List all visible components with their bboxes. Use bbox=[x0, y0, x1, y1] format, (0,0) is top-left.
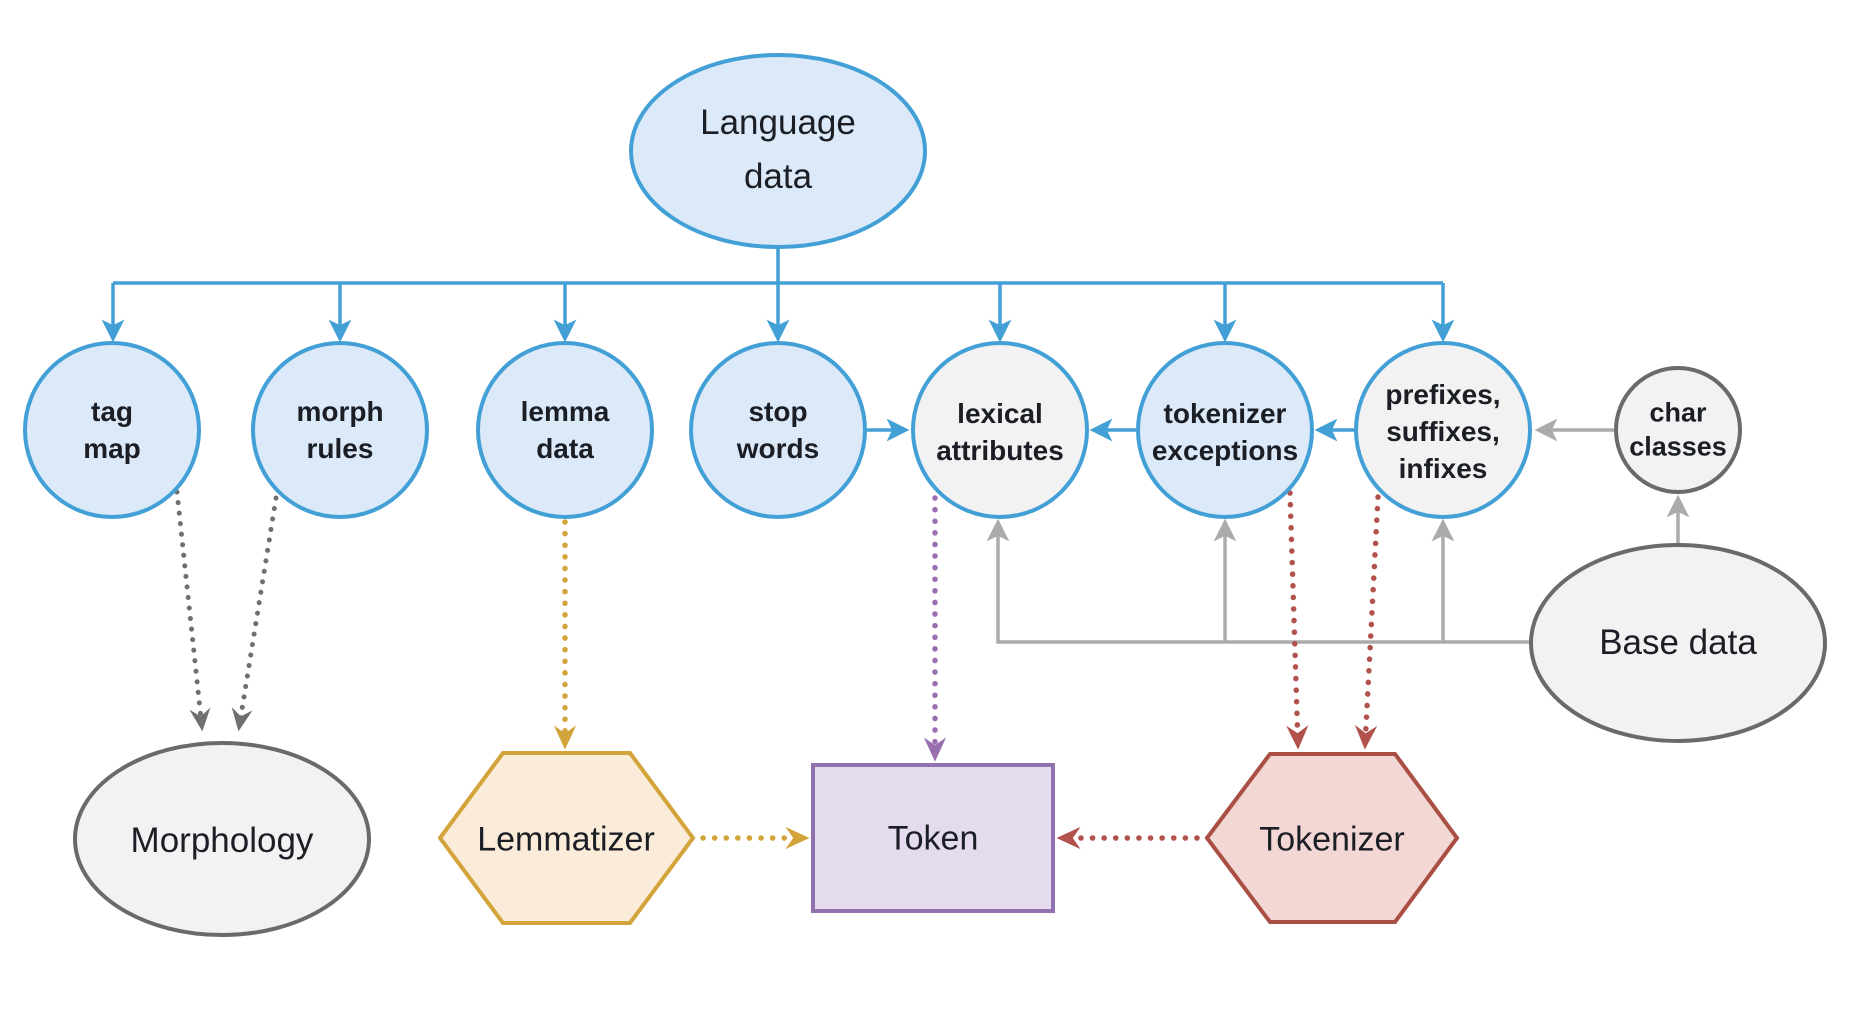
stop-words-node bbox=[689, 341, 867, 519]
lexical-attributes-node bbox=[911, 341, 1089, 519]
morph-rules-node bbox=[251, 341, 429, 519]
char-classes-node bbox=[1614, 366, 1742, 494]
lemmatizer-node bbox=[437, 751, 696, 925]
lemma-data-node bbox=[476, 341, 654, 519]
edge-language-data-trunk bbox=[113, 246, 1443, 285]
tokenizer-exceptions-node bbox=[1136, 341, 1314, 519]
tag-map-node bbox=[23, 341, 201, 519]
prefixes-suffixes-infixes-node bbox=[1354, 341, 1532, 519]
language-data-node bbox=[629, 53, 927, 249]
edge-tokenizer-exceptions-to-tokenizer bbox=[1286, 490, 1309, 750]
edge-prefixes-to-tokenizer bbox=[1354, 494, 1381, 750]
tokenizer-node bbox=[1204, 752, 1460, 924]
token-node bbox=[811, 763, 1055, 913]
morphology-node bbox=[73, 741, 371, 937]
edge-tag-map-to-morphology bbox=[174, 489, 211, 732]
base-data-node bbox=[1529, 543, 1827, 743]
edge-morph-rules-to-morphology bbox=[231, 495, 279, 732]
edge-base-data-bus bbox=[986, 518, 1532, 644]
